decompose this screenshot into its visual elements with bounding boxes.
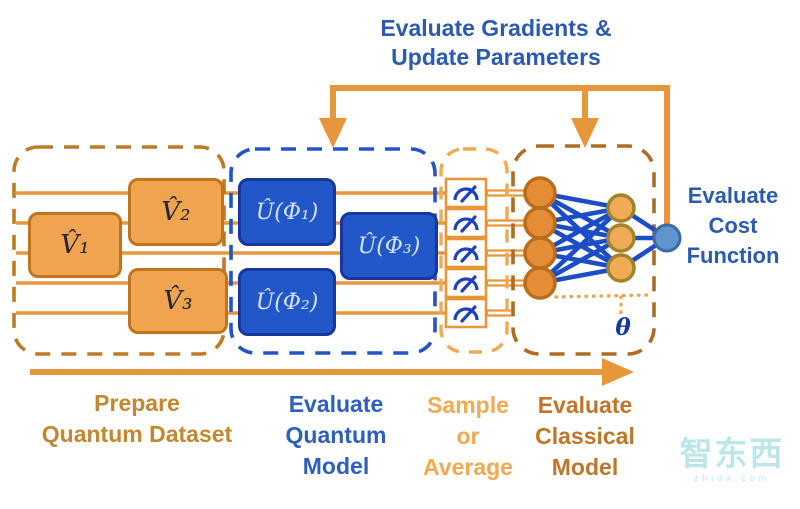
stage-label-quantum: Evaluate Quantum Model [285, 391, 387, 479]
measurement-meters [444, 177, 488, 329]
theta-dotted-lines [554, 293, 650, 320]
watermark: 智东西 zhidx.com [668, 437, 796, 483]
gate-v2-label: V̂₂ [161, 197, 191, 227]
gate-v1: V̂₁ [28, 212, 122, 278]
measurement-icon [444, 267, 488, 299]
classical-model-box [511, 144, 656, 356]
watermark-brand: 智东西 [679, 435, 785, 472]
gate-u1-label: Û(Φ₁) [255, 199, 319, 225]
gate-v1-label: V̂₁ [60, 230, 90, 260]
prepare-dataset-box [12, 145, 226, 356]
gate-u2-label: Û(Φ₂) [255, 289, 319, 315]
flow-arrowhead [602, 358, 634, 386]
diagram-title: Evaluate Gradients & Update Parameters [380, 15, 612, 70]
sample-average-box [439, 147, 509, 354]
measurement-icon [444, 237, 488, 269]
gate-u1: Û(Φ₁) [238, 178, 336, 246]
stage-label-sample: Sample or Average [423, 392, 513, 480]
measurement-icon [444, 207, 488, 239]
stage-label-classical: Evaluate Classical Model [535, 392, 635, 480]
gate-v2: V̂₂ [128, 178, 224, 246]
stage-label-prepare: Prepare Quantum Dataset [41, 390, 233, 447]
gate-v3: V̂₃ [128, 268, 228, 334]
feedback-arrowhead-classical [571, 118, 599, 148]
gate-u3: Û(Φ₃) [340, 212, 438, 280]
watermark-site: zhidx.com [693, 473, 771, 483]
gate-v3-label: V̂₃ [163, 286, 193, 316]
measurement-icon [444, 177, 488, 209]
gate-u3-label: Û(Φ₃) [357, 233, 421, 259]
measurement-icon [444, 297, 488, 329]
theta-symbol: θ [615, 314, 631, 341]
nn-input-nodes [523, 176, 557, 300]
gate-u2: Û(Φ₂) [238, 268, 336, 336]
feedback-loop-line [330, 85, 670, 230]
nn-connections [538, 190, 669, 286]
feedback-arrowhead-quantum [319, 118, 347, 148]
nn-output-node [652, 223, 682, 253]
cost-function-label: Evaluate Cost Function [686, 183, 780, 268]
nn-hidden-nodes [606, 193, 636, 283]
